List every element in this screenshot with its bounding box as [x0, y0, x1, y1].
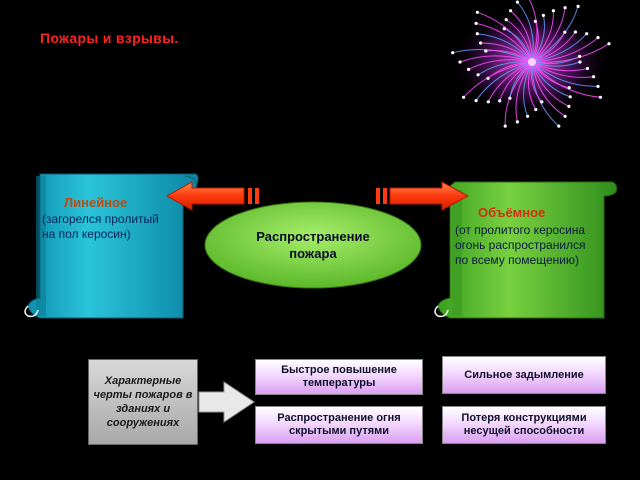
center-line-2: пожара: [289, 246, 337, 261]
center-line-1: Распространение: [256, 229, 370, 244]
features-arrow: [198, 381, 255, 423]
linear-scroll: [24, 173, 199, 319]
volume-scroll: [434, 181, 617, 319]
feature-hidden-paths-box: Распространение огня скрытыми путями: [255, 406, 423, 444]
arrow-left: [165, 181, 259, 211]
linear-desc: (загорелся пролитый на пол керосин): [42, 212, 159, 241]
volume-desc: (от пролитого керосина огонь распростран…: [455, 223, 586, 267]
volume-title: Объёмное: [478, 205, 546, 220]
linear-title: Линейное: [64, 195, 128, 210]
feature-load-loss-box: Потеря конструкциями несущей способности: [442, 406, 606, 444]
firework-icon: [450, 0, 611, 128]
arrow-right: [376, 181, 470, 211]
features-box: Характерные черты пожаров в зданиях и со…: [88, 359, 198, 445]
center-ellipse: [204, 201, 422, 289]
slide-title: Пожары и взрывы.: [40, 30, 179, 46]
feature-smoke-box: Сильное задымление: [442, 356, 606, 394]
center-label: Распространение пожара: [206, 228, 420, 262]
feature-temperature-box: Быстрое повышение температуры: [255, 359, 423, 395]
